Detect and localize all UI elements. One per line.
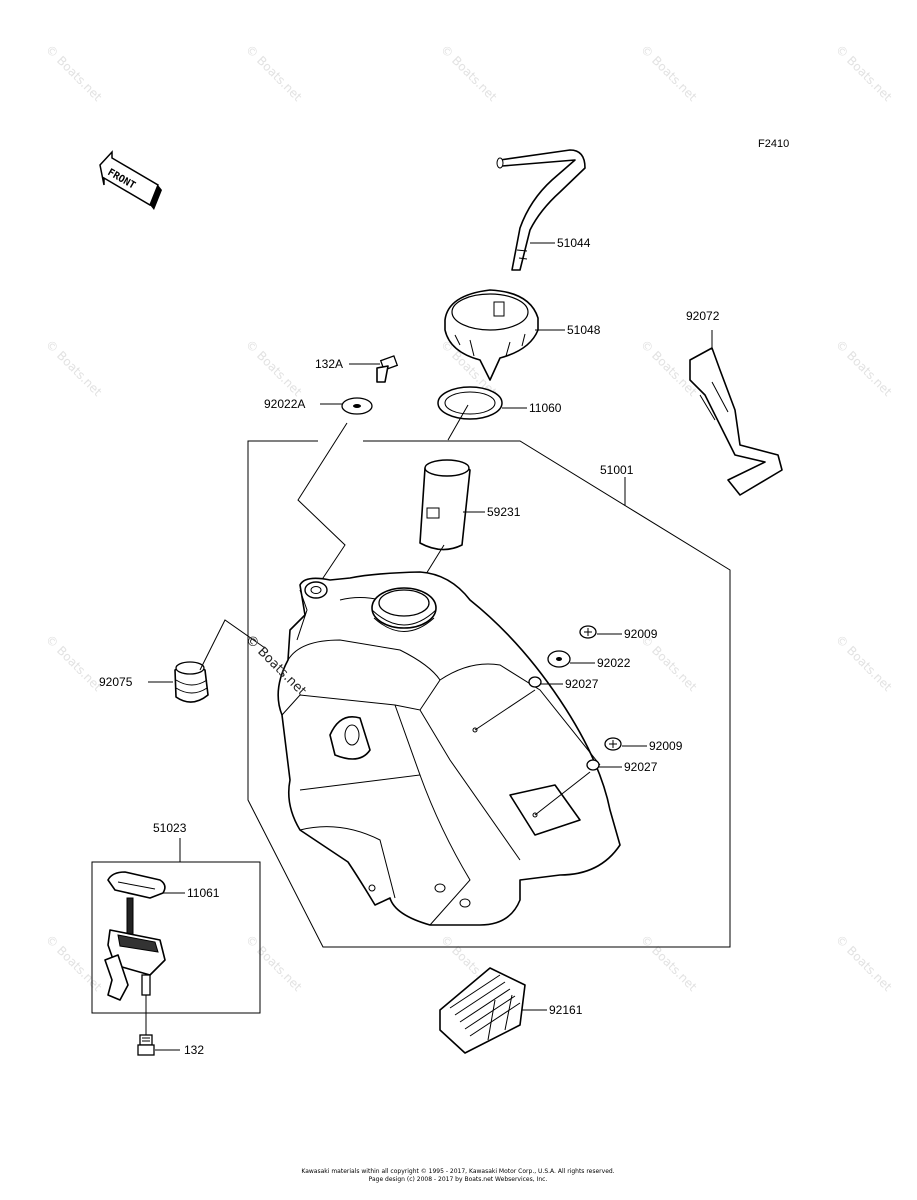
figure-code: F2410 xyxy=(758,138,789,150)
screw-92009-lower xyxy=(604,737,622,751)
part-label-92009-upper: 92009 xyxy=(624,627,658,641)
watermark: © Boats.net xyxy=(243,932,305,994)
rubber-strap xyxy=(689,347,783,496)
copyright-line-2: Page design (c) 2008 - 2017 by Boats.net… xyxy=(369,1176,548,1183)
part-label-92075: 92075 xyxy=(99,675,133,689)
watermark: © Boats.net xyxy=(43,42,105,104)
part-label-92022A: 92022A xyxy=(264,397,305,411)
grommet-92075 xyxy=(174,661,209,703)
part-label-92027-upper: 92027 xyxy=(565,677,599,691)
gasket-11061 xyxy=(107,871,166,899)
fuel-filter xyxy=(419,459,471,551)
bolt-132 xyxy=(137,1034,155,1056)
watermark: © Boats.net xyxy=(833,632,895,694)
rubber-damper-92161 xyxy=(439,967,526,1054)
fuel-cock xyxy=(104,897,166,1001)
watermark: © Boats.net xyxy=(638,932,700,994)
nut-92027-upper xyxy=(528,676,542,688)
watermark: © Boats.net xyxy=(43,932,105,994)
leader-line xyxy=(534,771,591,816)
watermark: © Boats.net xyxy=(438,42,500,104)
part-label-51044: 51044 xyxy=(557,236,591,250)
gasket-11060 xyxy=(437,386,503,420)
bolt-132A xyxy=(376,355,399,383)
watermark: © Boats.net xyxy=(638,42,700,104)
watermark: © Boats.net xyxy=(43,337,105,399)
part-label-51048: 51048 xyxy=(567,323,601,337)
watermark: © Boats.net xyxy=(638,632,700,694)
watermark: © Boats.net xyxy=(833,337,895,399)
leader-line xyxy=(199,619,266,671)
part-label-132: 132 xyxy=(184,1043,204,1057)
fuel-cock-bracket xyxy=(91,838,261,1014)
part-label-92161: 92161 xyxy=(549,1003,583,1017)
part-label-51023: 51023 xyxy=(153,821,187,835)
nut-92027-lower xyxy=(586,759,600,771)
assembly-bracket-51001 xyxy=(247,440,731,948)
part-label-92027-lower: 92027 xyxy=(624,760,658,774)
leader-line xyxy=(447,404,469,441)
part-label-92022: 92022 xyxy=(597,656,631,670)
watermark: © Boats.net xyxy=(833,932,895,994)
fuel-cap xyxy=(444,289,539,381)
part-label-92009-lower: 92009 xyxy=(649,739,683,753)
watermark: © Boats.net xyxy=(833,42,895,104)
copyright-line-1: Kawasaki materials within all copyright … xyxy=(301,1168,614,1175)
part-label-11061: 11061 xyxy=(187,886,220,900)
fuel-tank xyxy=(277,571,621,926)
watermark: © Boats.net xyxy=(243,42,305,104)
part-label-59231: 59231 xyxy=(487,505,521,519)
screw-92009-upper xyxy=(579,625,597,639)
watermark: © Boats.net xyxy=(243,337,305,399)
leader-line xyxy=(297,422,348,591)
part-label-51001: 51001 xyxy=(600,463,634,477)
breather-hose xyxy=(496,149,586,271)
part-label-11060: 11060 xyxy=(529,401,562,415)
part-label-92072: 92072 xyxy=(686,309,720,323)
front-arrow-icon: FRONT xyxy=(99,150,162,210)
leader-line xyxy=(474,689,536,731)
watermark: © Boats.net xyxy=(43,632,105,694)
part-label-132A: 132A xyxy=(315,357,343,371)
